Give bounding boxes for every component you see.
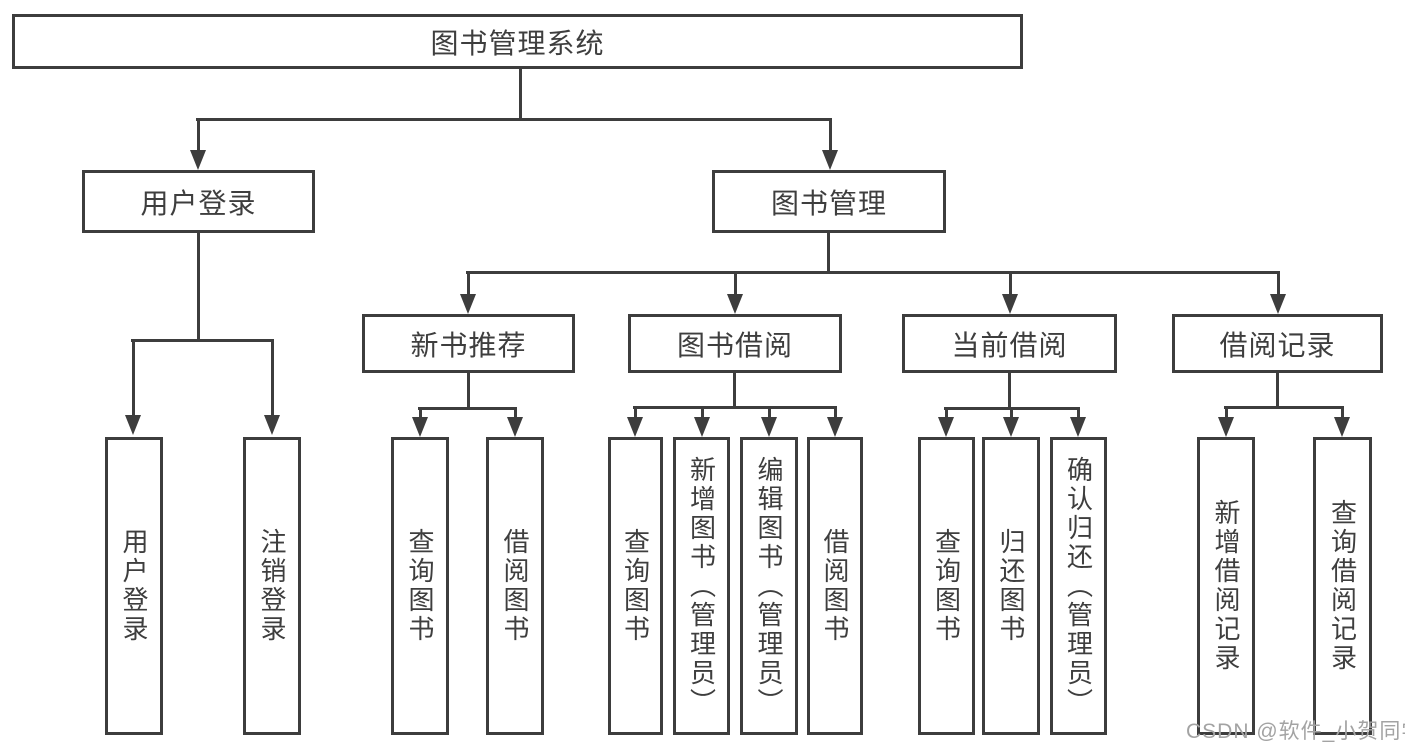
tree-connector-line <box>1276 373 1279 406</box>
leaf-user-login: 用户登录 <box>105 437 163 735</box>
tree-connector-arrow <box>264 339 280 435</box>
tree-connector-arrow <box>1003 407 1019 437</box>
tree-connector-arrow <box>125 339 141 435</box>
leaf-confirm-return-admin: 确认归还（管理员） <box>1050 437 1107 735</box>
leaf-borrow-books-borrowing: 借阅图书 <box>807 437 863 735</box>
tree-connector-arrow <box>1070 407 1086 437</box>
leaf-query-books-borrowing: 查询图书 <box>608 437 663 735</box>
tree-connector-line <box>733 373 736 406</box>
tree-connector-line <box>197 233 200 339</box>
leaf-add-book-admin: 新增图书（管理员） <box>673 437 730 735</box>
tree-connector-line <box>196 118 832 121</box>
leaf-query-books-current: 查询图书 <box>918 437 975 735</box>
leaf-logout: 注销登录 <box>243 437 301 735</box>
tree-connector-arrow <box>1218 406 1234 437</box>
tree-connector-arrow <box>694 406 710 437</box>
tree-connector-arrow <box>727 271 743 314</box>
tree-connector-line <box>1008 373 1011 407</box>
node-user-login: 用户登录 <box>82 170 315 233</box>
tree-connector-arrow <box>938 407 954 437</box>
tree-connector-arrow <box>1270 271 1286 314</box>
node-book-management: 图书管理 <box>712 170 946 233</box>
node-library-management-system: 图书管理系统 <box>12 14 1023 69</box>
tree-connector-arrow <box>190 118 206 170</box>
tree-connector-arrow <box>1002 271 1018 314</box>
tree-connector-line <box>633 406 837 409</box>
tree-connector-line <box>467 373 470 407</box>
tree-connector-line <box>1224 406 1344 409</box>
tree-connector-arrow <box>460 271 476 314</box>
tree-connector-arrow <box>822 118 838 170</box>
node-current-borrowing: 当前借阅 <box>902 314 1117 373</box>
tree-connector-arrow <box>412 407 428 437</box>
leaf-add-borrow-record: 新增借阅记录 <box>1197 437 1255 735</box>
tree-connector-arrow <box>761 406 777 437</box>
tree-connector-arrow <box>627 406 643 437</box>
leaf-return-books: 归还图书 <box>982 437 1040 735</box>
leaf-borrow-books-recommend: 借阅图书 <box>486 437 544 735</box>
tree-connector-arrow <box>1334 406 1350 437</box>
leaf-query-books-recommend: 查询图书 <box>391 437 449 735</box>
tree-connector-line <box>131 339 273 342</box>
node-borrowing-records: 借阅记录 <box>1172 314 1383 373</box>
tree-connector-line <box>827 233 830 271</box>
leaf-query-borrow-record: 查询借阅记录 <box>1313 437 1372 735</box>
tree-connector-arrow <box>507 407 523 437</box>
leaf-edit-book-admin: 编辑图书（管理员） <box>740 437 798 735</box>
node-new-book-recommendation: 新书推荐 <box>362 314 575 373</box>
tree-connector-arrow <box>827 406 843 437</box>
tree-connector-line <box>466 271 1279 274</box>
csdn-watermark: CSDN @软件_小贺同学 <box>1186 720 1405 743</box>
tree-connector-line <box>519 69 522 118</box>
tree-connector-line <box>418 407 517 410</box>
node-book-borrowing: 图书借阅 <box>628 314 842 373</box>
